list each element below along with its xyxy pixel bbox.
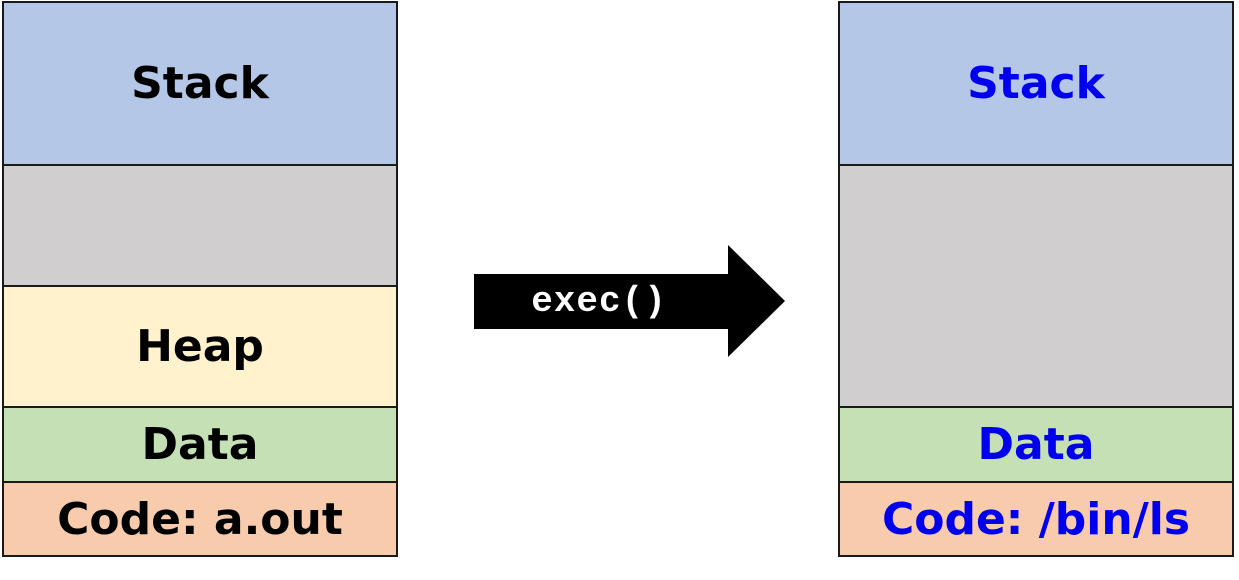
left-code-label: Code: a.out xyxy=(57,493,343,545)
left-heap-label: Heap xyxy=(136,321,264,372)
right-free-segment xyxy=(840,166,1232,408)
exec-label: exec() xyxy=(531,280,667,322)
left-stack-label: Stack xyxy=(131,58,269,109)
right-stack-segment: Stack xyxy=(840,3,1232,166)
left-data-label: Data xyxy=(141,419,259,470)
left-code-segment: Code: a.out xyxy=(4,483,396,555)
right-data-label: Data xyxy=(977,419,1095,470)
right-stack-label: Stack xyxy=(967,58,1105,109)
left-stack-segment: Stack xyxy=(4,3,396,166)
left-data-segment: Data xyxy=(4,408,396,483)
exec-arrow: exec() xyxy=(474,245,786,357)
left-free-segment xyxy=(4,166,396,287)
left-memory-layout: Stack Heap Data Code: a.out xyxy=(2,1,398,557)
right-code-segment: Code: /bin/ls xyxy=(840,483,1232,555)
arrow-shape xyxy=(474,245,785,357)
right-code-label: Code: /bin/ls xyxy=(881,493,1191,545)
right-data-segment: Data xyxy=(840,408,1232,483)
left-heap-segment: Heap xyxy=(4,287,396,408)
right-memory-layout: Stack Data Code: /bin/ls xyxy=(838,1,1234,557)
